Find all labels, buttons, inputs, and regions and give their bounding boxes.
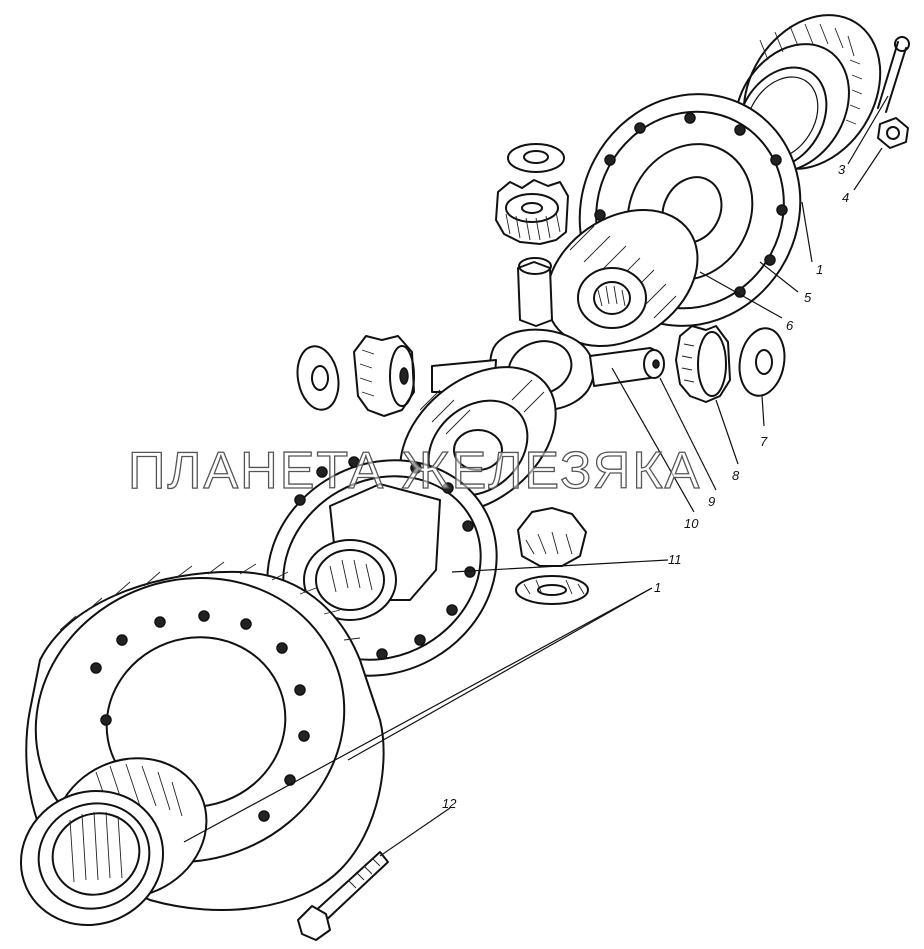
bolt xyxy=(297,851,389,941)
thrust-washer-left xyxy=(296,345,340,411)
spider-pinion-gear xyxy=(675,325,731,403)
label-11: 11 xyxy=(668,552,682,567)
label-6: 6 xyxy=(786,318,794,333)
ring-gear-bolt-holes xyxy=(90,610,310,822)
label-4: 4 xyxy=(842,190,849,205)
pinion-gear-upper xyxy=(495,179,569,245)
callout-labels: 1 3 4 5 6 7 8 9 10 11 1 12 xyxy=(442,162,849,811)
label-5: 5 xyxy=(804,290,812,305)
pinion-gear-lower xyxy=(517,507,587,567)
thrust-washer-upper xyxy=(507,143,565,173)
label-1-bottom: 1 xyxy=(654,580,661,595)
label-8: 8 xyxy=(732,468,740,483)
watermark-text: ПЛАНЕТА ЖЕЛЕЗЯКА xyxy=(128,442,701,500)
label-3: 3 xyxy=(838,162,846,177)
cotter-pin xyxy=(877,36,910,113)
label-12: 12 xyxy=(442,796,457,811)
castle-nut xyxy=(877,117,909,149)
label-1-top: 1 xyxy=(816,262,823,277)
pinion-gear-left xyxy=(353,335,415,417)
label-10: 10 xyxy=(684,516,699,531)
side-gear xyxy=(545,208,699,348)
leader-lines xyxy=(183,95,889,857)
label-7: 7 xyxy=(760,434,768,449)
bearing-bottom xyxy=(19,757,208,927)
thrust-washer-lower xyxy=(515,575,589,605)
label-9: 9 xyxy=(708,494,715,509)
thrust-washer-right xyxy=(738,327,786,397)
